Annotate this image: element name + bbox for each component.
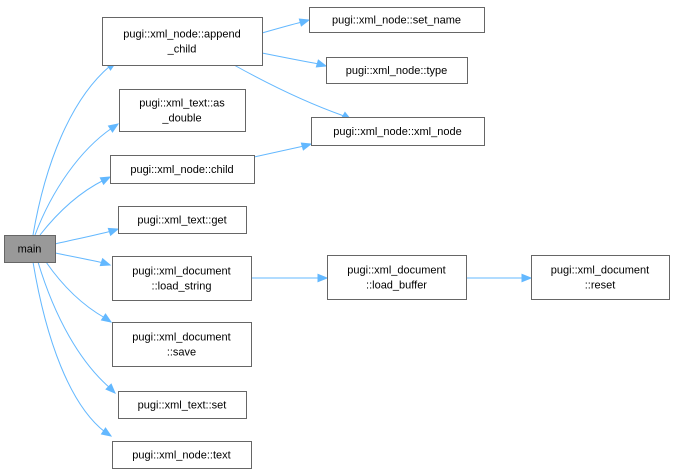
node-box xyxy=(119,89,246,132)
node-box xyxy=(112,256,252,301)
edge-main-to-set xyxy=(37,261,116,394)
node-label: ::load_string xyxy=(152,281,212,293)
node-box xyxy=(110,155,255,184)
arrowhead xyxy=(317,273,329,283)
node-label: ::reset xyxy=(585,280,616,292)
node-box xyxy=(531,255,670,300)
node-load-string[interactable]: pugi::xml_document::load_string xyxy=(112,256,252,301)
node-xml-node[interactable]: pugi::xml_node::xml_node xyxy=(311,117,485,146)
node-main[interactable]: main xyxy=(4,235,56,263)
node-save[interactable]: pugi::xml_document::save xyxy=(112,322,252,367)
nodes-layer: mainpugi::xml_node::append_childpugi::xm… xyxy=(4,7,670,469)
edge-line xyxy=(32,261,106,433)
arrowhead xyxy=(315,59,328,68)
arrowhead xyxy=(105,383,116,394)
edge-main-to-load-string xyxy=(54,252,112,267)
edge-load-buffer-to-reset xyxy=(466,273,533,283)
node-box xyxy=(309,7,485,33)
edge-line xyxy=(54,230,113,245)
edge-line xyxy=(261,21,303,34)
edge-line xyxy=(37,261,111,389)
edge-main-to-append-child xyxy=(32,61,118,236)
node-child[interactable]: pugi::xml_node::child xyxy=(110,155,255,184)
node-label: pugi::xml_node::child xyxy=(130,164,233,176)
arrowhead xyxy=(100,427,113,437)
node-box xyxy=(102,17,263,66)
edge-main-to-get xyxy=(54,227,120,245)
edge-line xyxy=(34,127,113,236)
node-label: ::load_buffer xyxy=(366,280,427,292)
node-label: _double xyxy=(161,113,201,125)
node-append-child[interactable]: pugi::xml_node::append_child xyxy=(102,17,263,66)
arrowhead xyxy=(107,123,120,133)
edge-append-child-to-type xyxy=(261,52,328,68)
node-label: pugi::xml_text::get xyxy=(137,215,226,227)
edge-load-string-to-load-buffer xyxy=(251,273,329,283)
node-as-double[interactable]: pugi::xml_text::as_double xyxy=(119,89,246,132)
node-label: pugi::xml_node::type xyxy=(346,65,448,77)
node-label: main xyxy=(18,244,42,256)
edge-line xyxy=(261,52,320,65)
node-box xyxy=(311,117,485,146)
node-text[interactable]: pugi::xml_node::text xyxy=(112,441,252,469)
edge-line xyxy=(233,64,345,117)
edge-line xyxy=(54,252,105,264)
edge-line xyxy=(45,261,106,319)
edge-line xyxy=(39,179,105,236)
arrowhead xyxy=(99,257,112,267)
arrowhead xyxy=(298,18,311,27)
node-box xyxy=(112,322,252,367)
node-reset[interactable]: pugi::xml_document::reset xyxy=(531,255,670,300)
arrowhead xyxy=(521,273,533,283)
node-box xyxy=(326,57,468,84)
node-label: pugi::xml_node::set_name xyxy=(332,15,461,27)
edge-line xyxy=(253,145,305,158)
node-box xyxy=(118,391,247,419)
edge-append-child-to-set-name xyxy=(261,18,311,34)
node-label: pugi::xml_text::as xyxy=(139,98,225,110)
node-label: pugi::xml_document xyxy=(132,266,230,278)
arrowhead xyxy=(300,142,313,151)
node-label: pugi::xml_node::xml_node xyxy=(333,126,461,138)
arrowhead xyxy=(107,227,120,237)
node-set[interactable]: pugi::xml_text::set xyxy=(118,391,247,419)
node-load-buffer[interactable]: pugi::xml_document::load_buffer xyxy=(327,255,467,300)
node-box xyxy=(118,206,247,234)
node-label: ::save xyxy=(167,347,196,359)
edge-line xyxy=(32,65,111,236)
node-label: pugi::xml_document xyxy=(132,332,230,344)
node-label: _child xyxy=(167,44,197,56)
arrowhead xyxy=(99,176,112,186)
node-get[interactable]: pugi::xml_text::get xyxy=(118,206,247,234)
node-label: pugi::xml_document xyxy=(551,265,649,277)
node-label: pugi::xml_text::set xyxy=(138,400,227,412)
node-label: pugi::xml_node::text xyxy=(132,450,230,462)
edge-main-to-save xyxy=(45,261,113,323)
node-label: pugi::xml_node::append xyxy=(123,29,240,41)
node-box xyxy=(327,255,467,300)
node-label: pugi::xml_document xyxy=(347,265,445,277)
edge-main-to-as-double xyxy=(34,123,120,236)
node-box xyxy=(4,235,56,263)
node-set-name[interactable]: pugi::xml_node::set_name xyxy=(309,7,485,33)
edge-child-to-xml-node xyxy=(253,142,313,158)
node-box xyxy=(112,441,252,469)
node-type[interactable]: pugi::xml_node::type xyxy=(326,57,468,84)
edge-main-to-child xyxy=(39,176,112,236)
edge-main-to-text xyxy=(32,261,113,437)
arrowhead xyxy=(100,313,113,323)
edges-layer xyxy=(32,18,533,437)
